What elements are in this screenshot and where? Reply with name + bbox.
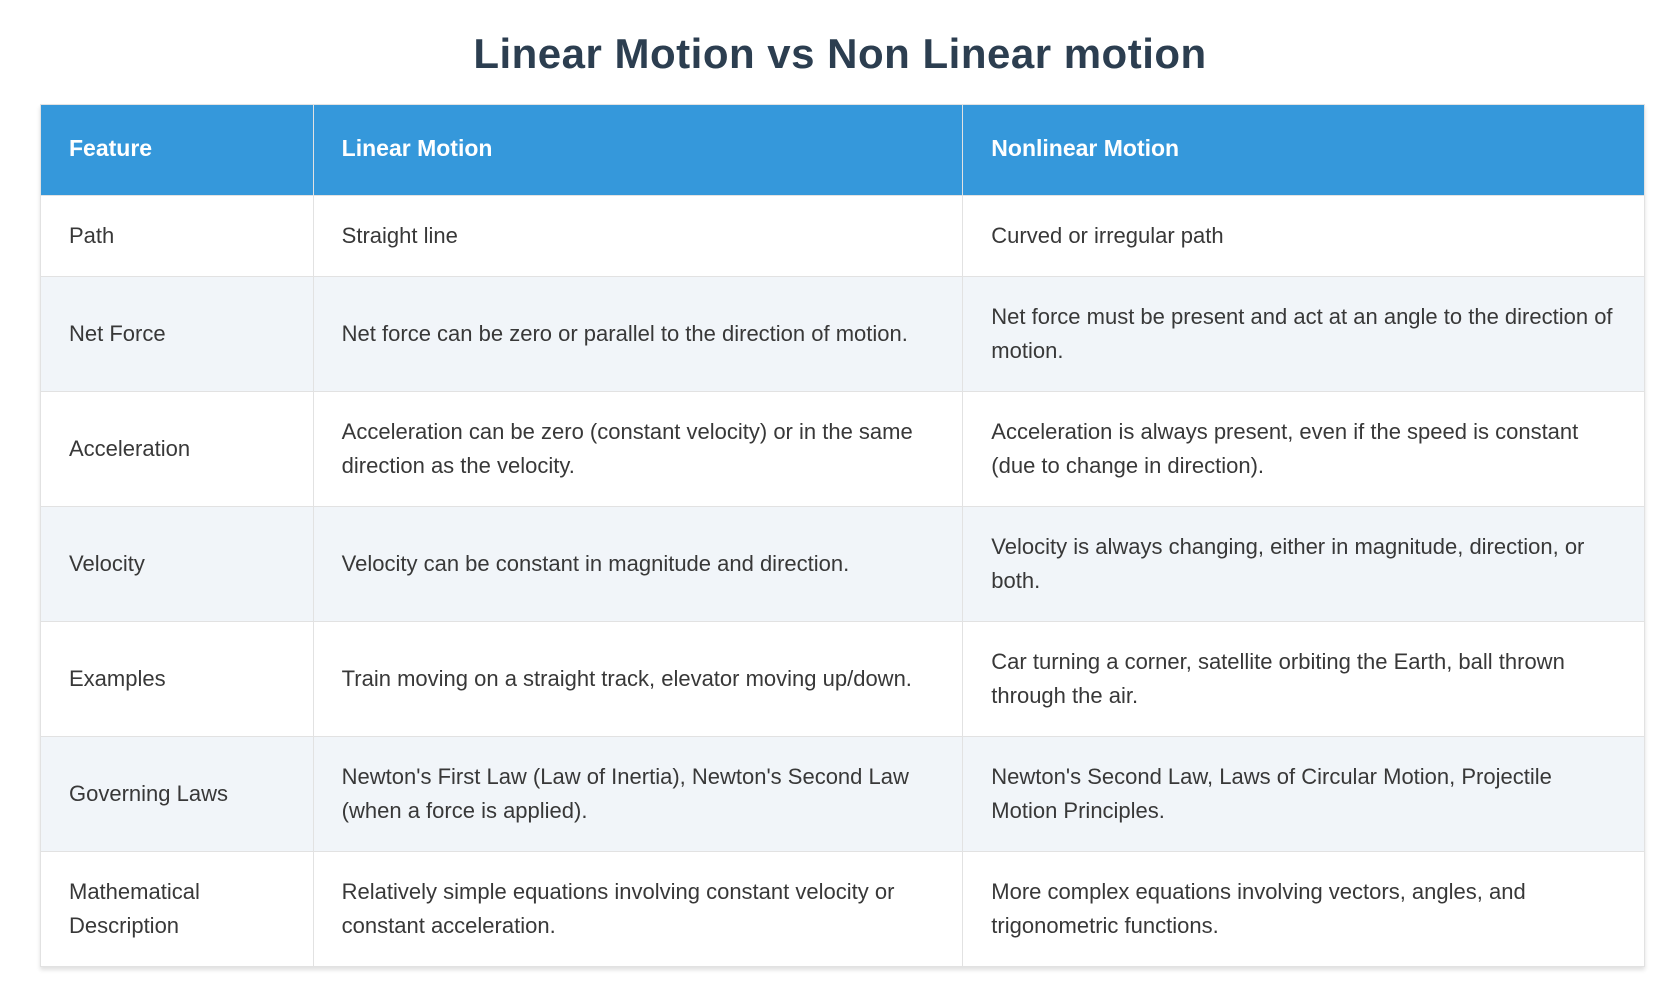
cell-feature: Velocity bbox=[40, 506, 314, 622]
table-row: Mathematical Description Relatively simp… bbox=[40, 851, 1645, 967]
table-row: Acceleration Acceleration can be zero (c… bbox=[40, 391, 1645, 507]
table-row: Governing Laws Newton's First Law (Law o… bbox=[40, 736, 1645, 852]
cell-linear: Relatively simple equations involving co… bbox=[312, 851, 964, 967]
comparison-table: Feature Linear Motion Nonlinear Motion P… bbox=[40, 104, 1645, 967]
column-header-feature: Feature bbox=[40, 104, 314, 196]
table-row: Path Straight line Curved or irregular p… bbox=[40, 195, 1645, 277]
cell-nonlinear: Velocity is always changing, either in m… bbox=[962, 506, 1645, 622]
table-header-row: Feature Linear Motion Nonlinear Motion bbox=[40, 104, 1645, 196]
cell-nonlinear: Newton's Second Law, Laws of Circular Mo… bbox=[962, 736, 1645, 852]
cell-feature: Governing Laws bbox=[40, 736, 314, 852]
table-row: Examples Train moving on a straight trac… bbox=[40, 621, 1645, 737]
cell-nonlinear: Curved or irregular path bbox=[962, 195, 1645, 277]
cell-feature: Path bbox=[40, 195, 314, 277]
column-header-nonlinear-motion: Nonlinear Motion bbox=[962, 104, 1645, 196]
cell-nonlinear: Net force must be present and act at an … bbox=[962, 276, 1645, 392]
cell-linear: Newton's First Law (Law of Inertia), New… bbox=[312, 736, 964, 852]
cell-linear: Train moving on a straight track, elevat… bbox=[312, 621, 964, 737]
page-title: Linear Motion vs Non Linear motion bbox=[473, 30, 1207, 77]
column-header-linear-motion: Linear Motion bbox=[312, 104, 964, 196]
cell-feature: Acceleration bbox=[40, 391, 314, 507]
cell-feature: Mathematical Description bbox=[40, 851, 314, 967]
table-row: Net Force Net force can be zero or paral… bbox=[40, 276, 1645, 392]
cell-linear: Net force can be zero or parallel to the… bbox=[312, 276, 964, 392]
cell-linear: Acceleration can be zero (constant veloc… bbox=[312, 391, 964, 507]
cell-feature: Net Force bbox=[40, 276, 314, 392]
cell-nonlinear: Acceleration is always present, even if … bbox=[962, 391, 1645, 507]
cell-linear: Velocity can be constant in magnitude an… bbox=[312, 506, 964, 622]
cell-nonlinear: Car turning a corner, satellite orbiting… bbox=[962, 621, 1645, 737]
cell-feature: Examples bbox=[40, 621, 314, 737]
table-row: Velocity Velocity can be constant in mag… bbox=[40, 506, 1645, 622]
cell-linear: Straight line bbox=[312, 195, 964, 277]
cell-nonlinear: More complex equations involving vectors… bbox=[962, 851, 1645, 967]
